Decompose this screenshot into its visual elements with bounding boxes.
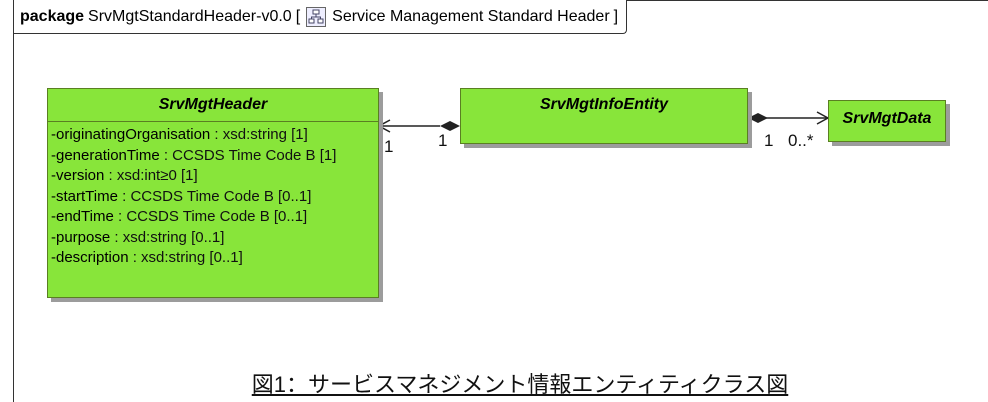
multiplicity-infoentity-left: 1	[438, 131, 448, 150]
package-tab: package SrvMgtStandardHeader-v0.0 [ Serv…	[13, 0, 628, 34]
close-bracket: ]	[613, 7, 619, 25]
class-srvmgtheader[interactable]: SrvMgtHeader -originatingOrganisation : …	[47, 88, 379, 298]
figure-caption: 図1：サービスマネジメント情報エンティティクラス図	[251, 372, 789, 397]
attribute-row: -generationTime : CCSDS Time Code B [1]	[51, 146, 375, 167]
attribute-type: : xsd:string [1]	[210, 126, 308, 143]
class-srvmgtinfoentity[interactable]: SrvMgtInfoEntity	[460, 88, 748, 144]
attribute-type: : CCSDS Time Code B [1]	[159, 146, 337, 164]
open-bracket: [	[295, 7, 301, 25]
attribute-row: -originatingOrganisation : xsd:string [1…	[51, 125, 375, 146]
multiplicity-infoentity-right: 1	[764, 131, 774, 150]
attribute-type: : xsd:string [0..1]	[128, 249, 243, 266]
attribute-name: -startTime	[51, 187, 118, 205]
attribute-name: -version	[51, 167, 105, 184]
diagram-title: Service Management Standard Header	[332, 7, 610, 25]
composition-diamond	[748, 113, 768, 123]
class-name: SrvMgtHeader	[48, 89, 378, 122]
attribute-row: -description : xsd:string [0..1]	[51, 248, 375, 269]
composition-diamond	[440, 121, 460, 131]
attribute-type: : xsd:string [0..1]	[110, 228, 225, 246]
navigability-arrow	[816, 111, 829, 125]
attribute-name: -endTime	[51, 208, 114, 225]
class-name: SrvMgtInfoEntity	[540, 96, 668, 113]
class-srvmgtdata[interactable]: SrvMgtData	[828, 100, 946, 142]
attribute-row: -purpose : xsd:string [0..1]	[51, 228, 375, 249]
attribute-row: -endTime : CCSDS Time Code B [0..1]	[51, 207, 375, 228]
attribute-list: -originatingOrganisation : xsd:string [1…	[48, 122, 378, 269]
multiplicity-header: 1	[384, 137, 394, 156]
attribute-name: -description	[51, 249, 129, 266]
multiplicity-data: 0..*	[788, 131, 814, 150]
attribute-type: : CCSDS Time Code B [0..1]	[113, 208, 308, 225]
package-keyword: package	[20, 7, 85, 25]
package-name: SrvMgtStandardHeader-v0.0	[88, 7, 292, 25]
class-diagram-icon	[306, 6, 327, 27]
attribute-row: -startTime : CCSDS Time Code B [0..1]	[51, 187, 375, 208]
attribute-type: : CCSDS Time Code B [0..1]	[117, 187, 312, 205]
attribute-name: -originatingOrganisation	[51, 126, 211, 143]
navigability-arrow	[378, 119, 391, 133]
attribute-type: : xsd:int≥0 [1]	[104, 167, 198, 184]
attribute-row: -version : xsd:int≥0 [1]	[51, 166, 375, 187]
attribute-name: -generationTime	[51, 146, 160, 164]
attribute-name: -purpose	[51, 228, 111, 246]
class-name: SrvMgtData	[842, 110, 932, 127]
